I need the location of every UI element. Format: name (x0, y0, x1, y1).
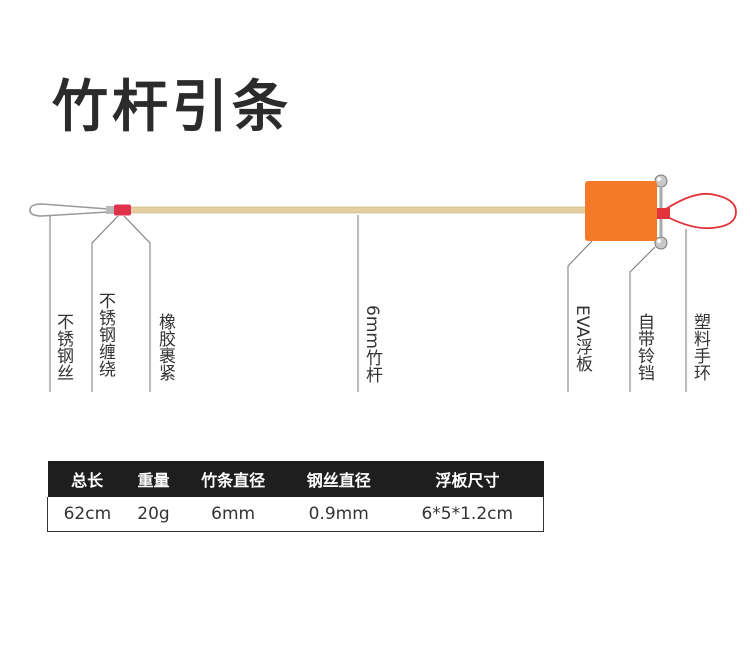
spec-value: 6*5*1.2cm (391, 497, 544, 532)
spec-value-row: 62cm 20g 6mm 0.9mm 6*5*1.2cm (46, 497, 544, 532)
label-rubber-wrap: 橡胶裹紧 (155, 313, 175, 381)
spec-value: 6mm (180, 497, 286, 532)
rubber-wrap (114, 204, 131, 216)
label-bamboo-rod: 6mm竹杆 (362, 305, 382, 383)
callout-eva-float (567, 240, 593, 392)
spec-header: 总长 (47, 461, 127, 497)
spec-value: 0.9mm (285, 497, 392, 532)
label-eva-float: EVA浮板 (572, 305, 592, 372)
label-steel-wrap: 不锈钢缠绕 (95, 292, 115, 377)
plastic-loop (658, 192, 737, 230)
spec-header-row: 总长 重量 竹条直径 钢丝直径 浮板尺寸 (47, 461, 544, 497)
label-plastic-loop: 塑料手环 (690, 313, 710, 381)
spec-header: 浮板尺寸 (391, 461, 544, 497)
spec-table: 总长 重量 竹条直径 钢丝直径 浮板尺寸 62cm 20g 6mm 0.9mm … (46, 461, 544, 532)
callout-steel-wrap (91, 215, 119, 392)
label-steel-wire: 不锈钢丝 (53, 313, 73, 381)
bamboo-rod (129, 206, 591, 214)
spec-header: 钢丝直径 (285, 461, 392, 497)
steel-wrap (106, 206, 116, 214)
steel-wire-loop (29, 203, 109, 217)
spec-header: 重量 (126, 461, 181, 497)
spec-header: 竹条直径 (180, 461, 286, 497)
eva-float (585, 181, 657, 241)
label-bell: 自带铃铛 (634, 313, 654, 381)
spec-value: 20g (126, 497, 181, 532)
callout-bell (629, 246, 656, 392)
loop-clip (656, 208, 670, 219)
callout-rubber-wrap (123, 215, 151, 392)
spec-value: 62cm (46, 497, 127, 532)
page-title: 竹杆引条 (52, 75, 292, 140)
